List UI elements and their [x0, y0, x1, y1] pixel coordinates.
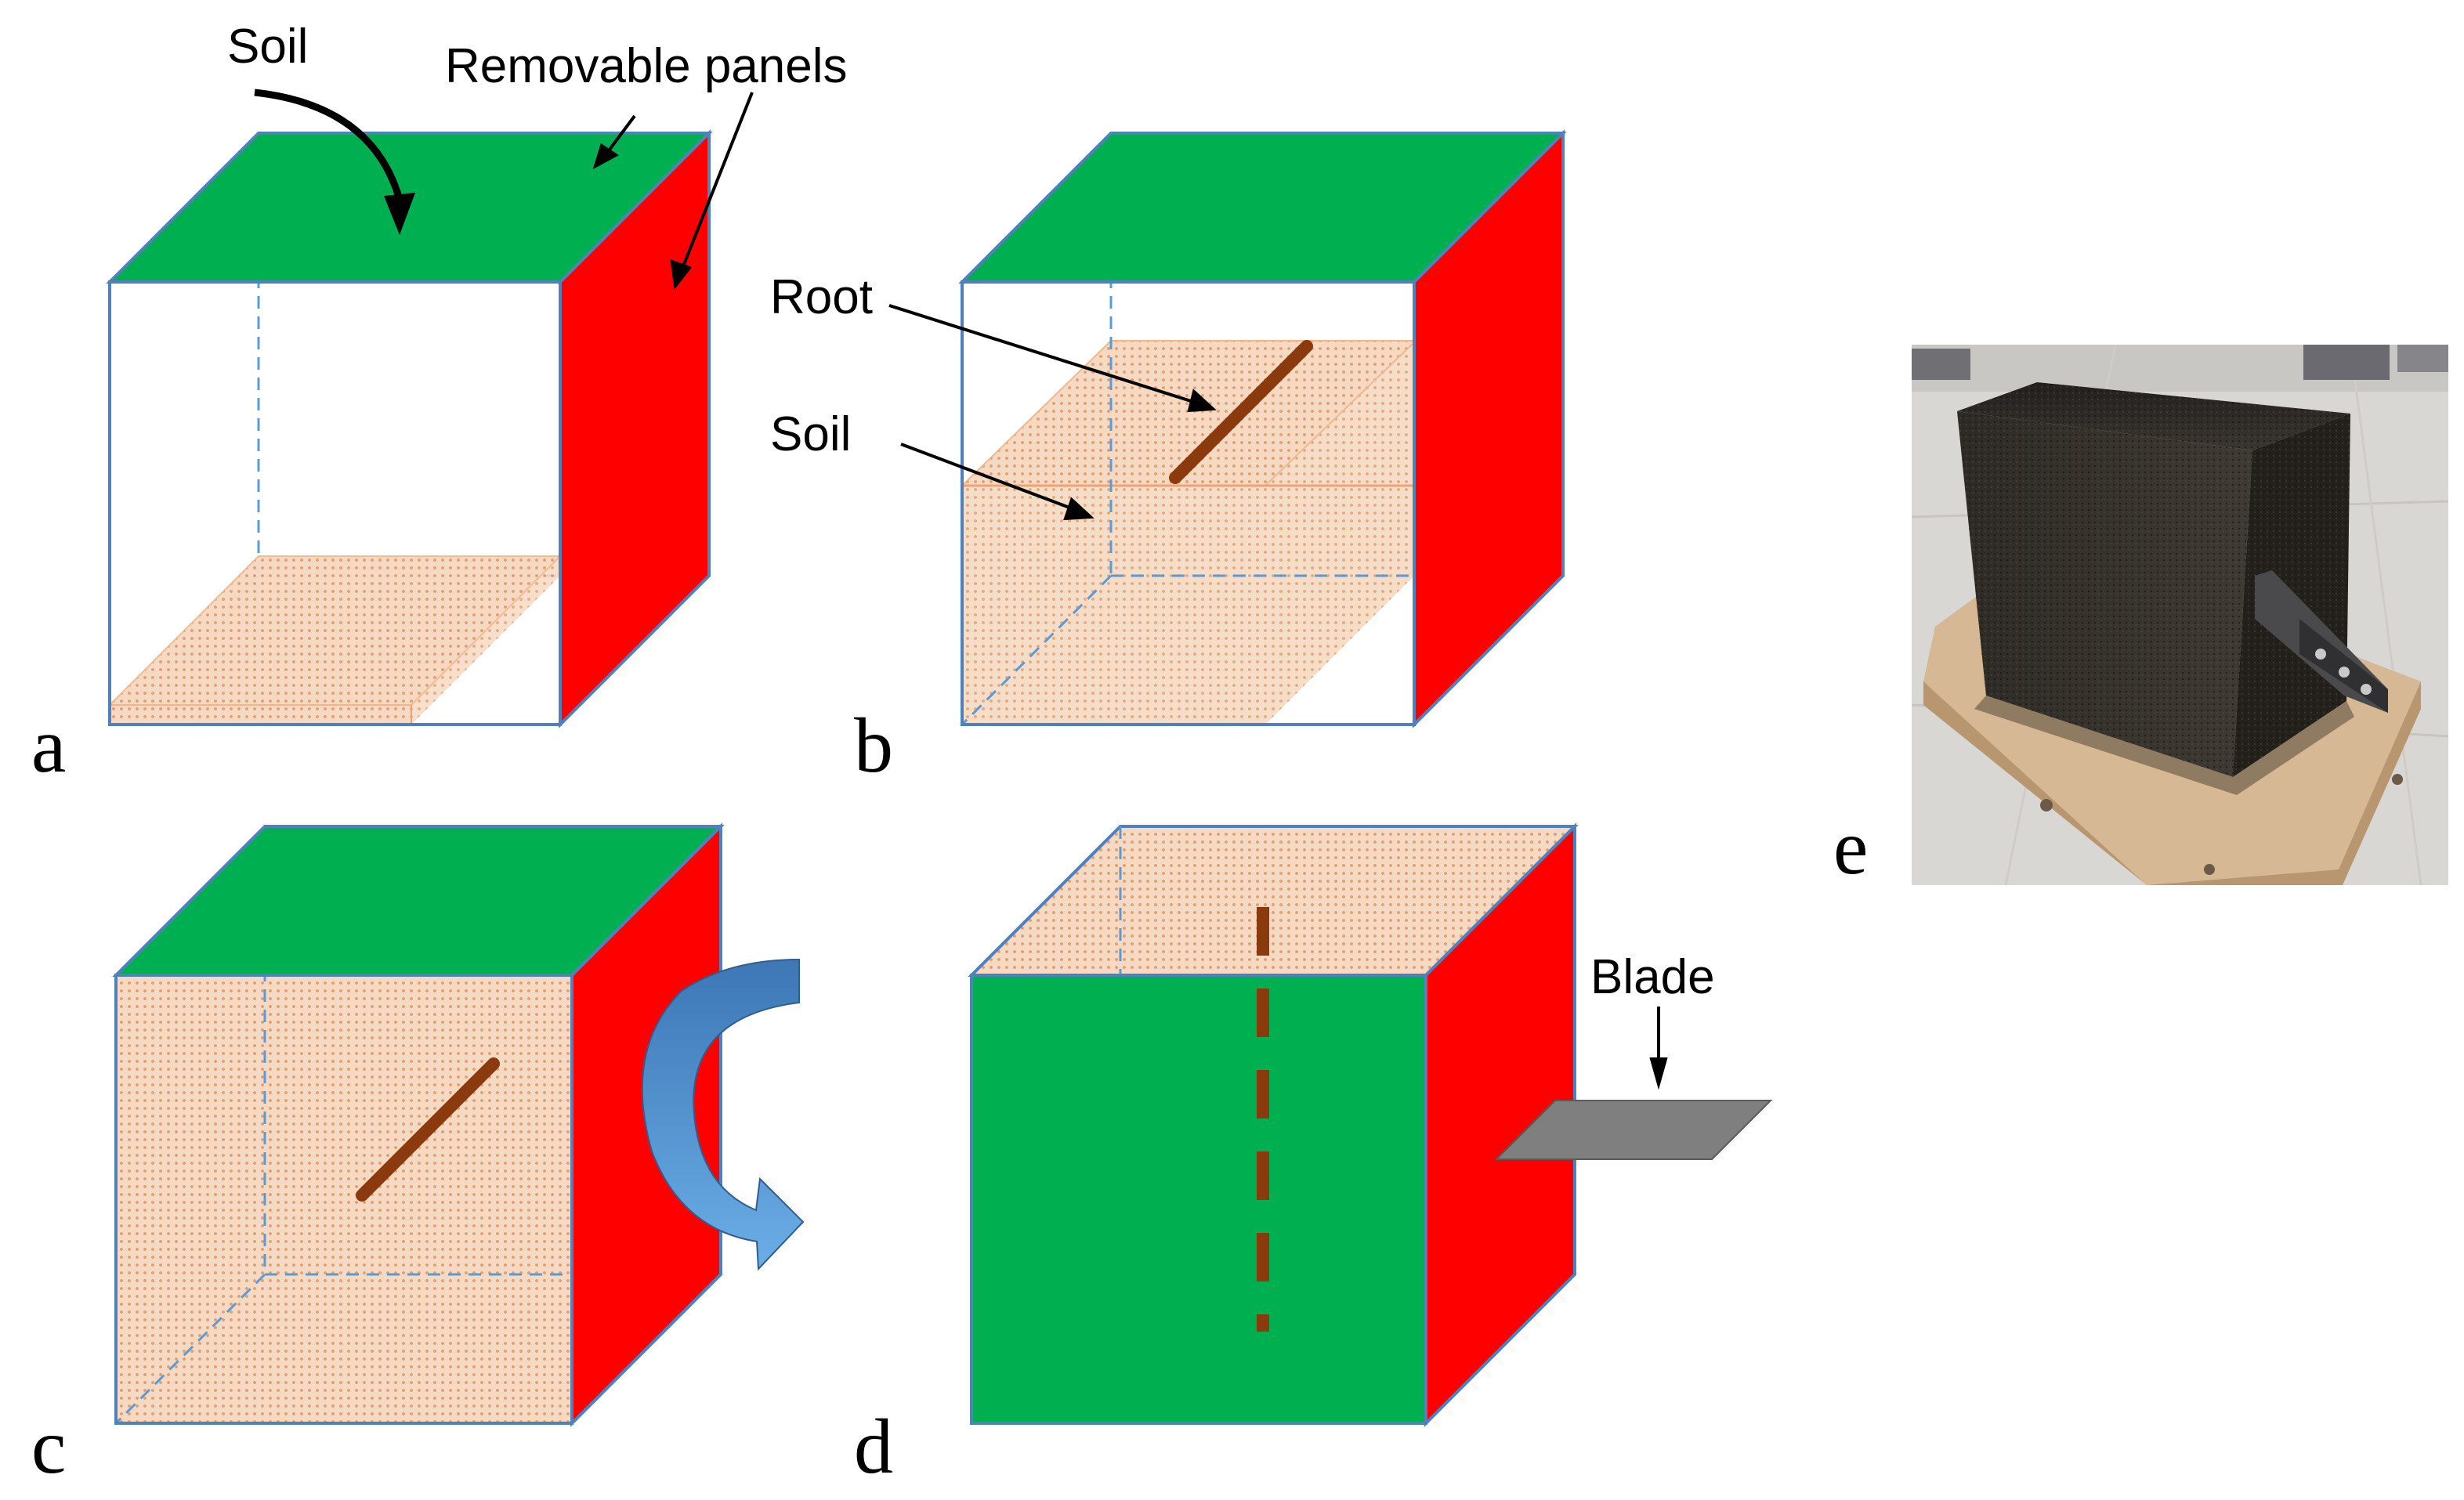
panel-letter-b: b — [854, 702, 893, 789]
front-frame — [108, 280, 562, 726]
hidden-edges — [961, 133, 1414, 726]
soil-pour-arrowhead — [384, 193, 415, 235]
root-label: Root — [770, 270, 873, 324]
soil-block-photo — [1911, 344, 2449, 886]
soil-label-a: Soil — [227, 20, 308, 74]
blade-pointer — [1649, 1007, 1668, 1090]
panel-c: c — [31, 822, 805, 1490]
front-frame — [961, 280, 1416, 726]
removable-panels-arrows — [592, 92, 754, 290]
front-removable-panel — [970, 974, 1427, 1425]
root — [356, 1057, 500, 1202]
soil-layer — [107, 555, 563, 725]
hidden-edges — [114, 826, 721, 1425]
panel-letter-a: a — [31, 702, 66, 789]
panel-a: Soil Removable panels a — [31, 20, 848, 789]
panel-letter-d: d — [854, 1403, 893, 1490]
panel-letter-e: e — [1833, 804, 1868, 891]
soil-pour-arrow — [254, 89, 405, 207]
panel-b: Root Soil b — [770, 129, 1567, 789]
root-pointer — [888, 304, 1217, 413]
panel-e: e — [1833, 344, 2449, 891]
soil-pointer — [900, 443, 1095, 521]
soil-label-b: Soil — [770, 407, 851, 461]
removable-panels-label: Removable panels — [445, 39, 848, 93]
panel-letter-c: c — [31, 1403, 66, 1490]
blade-label: Blade — [1590, 950, 1715, 1004]
soil-front-face — [116, 975, 572, 1423]
front-frame — [114, 974, 573, 1425]
panel-d: Blade d — [854, 822, 1773, 1490]
curved-rotate-arrow-icon — [641, 958, 805, 1271]
root — [1169, 340, 1313, 484]
blade — [1494, 1100, 1773, 1160]
